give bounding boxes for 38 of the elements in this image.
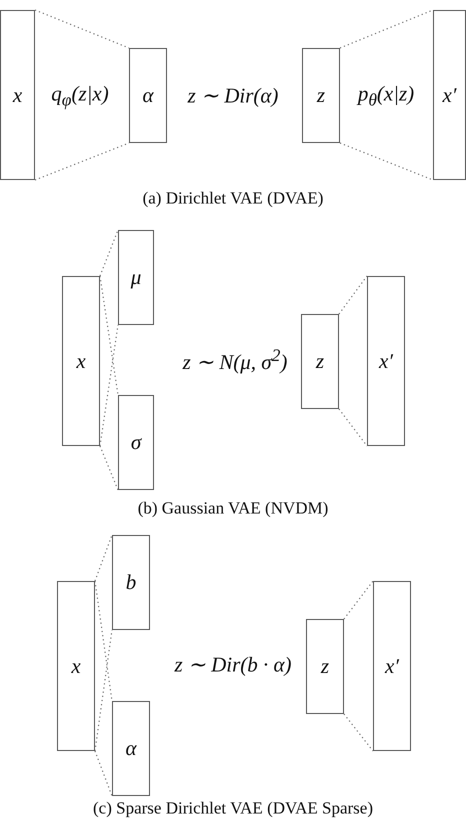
layer-box: α [112, 701, 150, 796]
dotted-line [340, 142, 434, 181]
figure-caption: (b) Gaussian VAE (NVDM) [138, 500, 328, 518]
dotted-line [99, 230, 119, 276]
layer-box: b [112, 535, 150, 630]
layer-box: x [0, 10, 35, 180]
dotted-line [94, 750, 113, 796]
layer-box: x [62, 276, 100, 446]
figure-caption: (a) Dirichlet VAE (DVAE) [142, 190, 324, 208]
formula-text: z ∼ Dir(b · α) [174, 653, 292, 677]
dotted-line [340, 10, 434, 48]
dotted-line [94, 534, 113, 582]
layer-box: z [302, 48, 340, 143]
dotted-line [99, 324, 119, 446]
dotted-line [344, 580, 374, 620]
dotted-line [338, 408, 368, 446]
layer-box: x′ [433, 10, 466, 180]
dotted-line [34, 10, 130, 48]
dotted-line [34, 142, 130, 181]
layer-box: x′ [367, 276, 405, 446]
formula-text: z ∼ Dir(α) [188, 84, 278, 108]
formula-text: p$_{θ}$(x|z) [358, 82, 414, 110]
layer-box: x′ [373, 581, 411, 751]
layer-box: σ [118, 395, 154, 490]
dotted-line [99, 276, 119, 396]
dotted-line [338, 276, 368, 314]
layer-box: z [306, 619, 344, 714]
dotted-line [344, 714, 374, 752]
layer-box: α [129, 48, 167, 143]
dotted-line [94, 580, 113, 702]
figure-caption: (c) Sparse Dirichlet VAE (DVAE Sparse) [93, 800, 373, 818]
formula-text: z ∼ N(μ, σ$^{2}$) [182, 346, 288, 374]
layer-box: z [301, 314, 339, 409]
layer-box: x [57, 581, 95, 751]
layer-box: μ [118, 230, 154, 325]
formula-text: q$_{φ}$(z|x) [51, 82, 109, 110]
dotted-line [100, 446, 118, 490]
dotted-line [94, 630, 113, 752]
